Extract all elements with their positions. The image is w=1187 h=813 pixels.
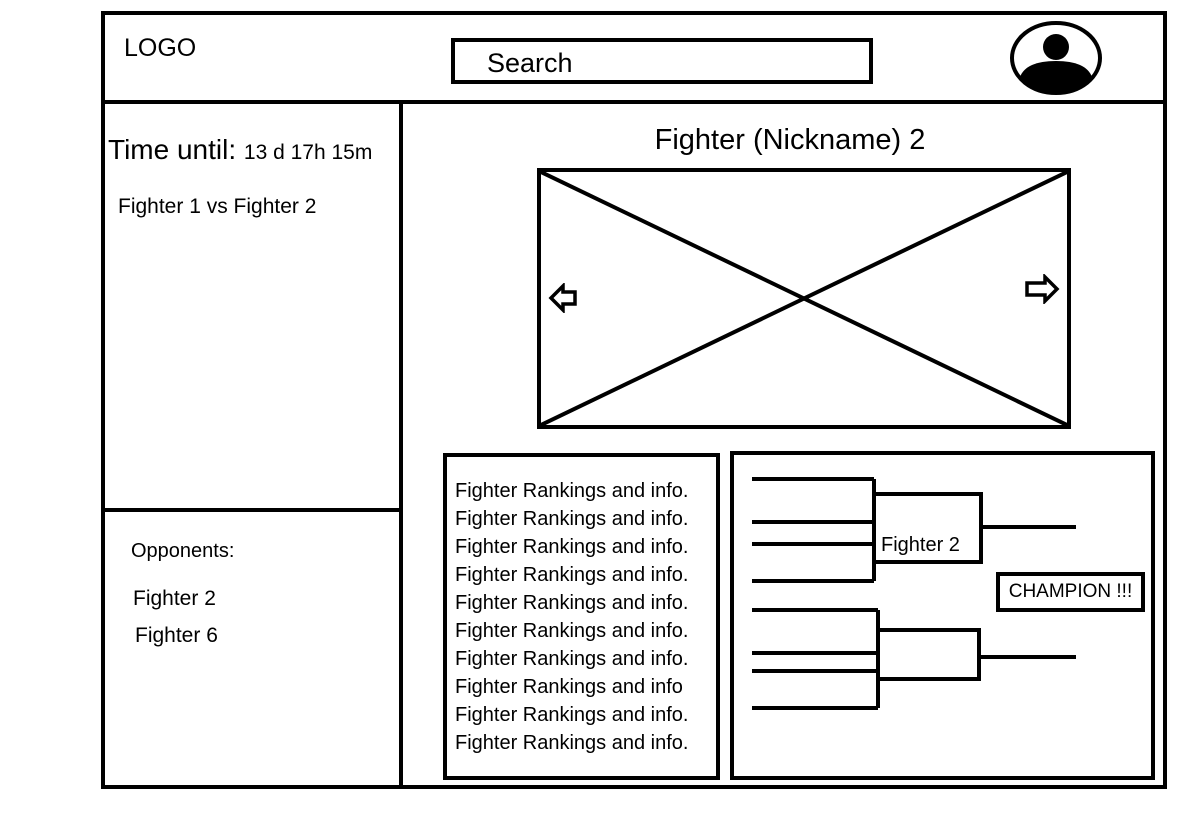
search-placeholder: Search (487, 48, 573, 78)
arrow-left-icon[interactable] (548, 281, 578, 315)
arrow-right-icon[interactable] (1024, 272, 1060, 306)
countdown-value: 13 d 17h 15m (243, 141, 373, 164)
champion-badge: CHAMPION !!! (996, 572, 1145, 612)
header-divider (101, 100, 1167, 104)
opponent-item[interactable]: Fighter 6 (135, 624, 218, 647)
list-item[interactable]: Fighter Rankings and info. (455, 704, 689, 726)
countdown-label: Time until: (108, 134, 237, 165)
fighter-image-carousel (537, 168, 1071, 429)
list-item[interactable]: Fighter Rankings and info. (455, 480, 689, 502)
opponents-title: Opponents: (131, 540, 235, 562)
list-item[interactable]: Fighter Rankings and info. (455, 648, 689, 670)
sidebar-section-divider (101, 508, 401, 512)
countdown-timer: Time until: 13 d 17h 15m (108, 134, 372, 166)
list-item[interactable]: Fighter Rankings and info. (455, 620, 689, 642)
list-item[interactable]: Fighter Rankings and info. (455, 732, 689, 754)
fighter-title: Fighter (Nickname) 2 (654, 124, 926, 156)
rankings-list: Fighter Rankings and info. Fighter Ranki… (455, 477, 688, 757)
fighter-rankings-panel: Fighter Rankings and info. Fighter Ranki… (443, 453, 720, 780)
page-frame (101, 11, 1167, 789)
list-item[interactable]: Fighter Rankings and info. (455, 536, 689, 558)
list-item[interactable]: Fighter Rankings and info. (455, 564, 689, 586)
opponent-item[interactable]: Fighter 2 (133, 587, 216, 610)
matchup-text[interactable]: Fighter 1 vs Fighter 2 (118, 195, 317, 218)
list-item[interactable]: Fighter Rankings and info (455, 676, 683, 698)
user-avatar-icon[interactable] (1010, 21, 1102, 95)
bracket-lines (752, 477, 1076, 710)
list-item[interactable]: Fighter Rankings and info. (455, 592, 689, 614)
search-input[interactable]: Search (451, 38, 873, 84)
image-placeholder-icon (541, 172, 1067, 425)
bracket-slot-fighter[interactable]: Fighter 2 (881, 534, 960, 556)
logo[interactable]: LOGO (124, 34, 197, 62)
list-item[interactable]: Fighter Rankings and info. (455, 508, 689, 530)
tournament-bracket-panel (730, 451, 1155, 780)
sidebar-divider (399, 102, 403, 788)
